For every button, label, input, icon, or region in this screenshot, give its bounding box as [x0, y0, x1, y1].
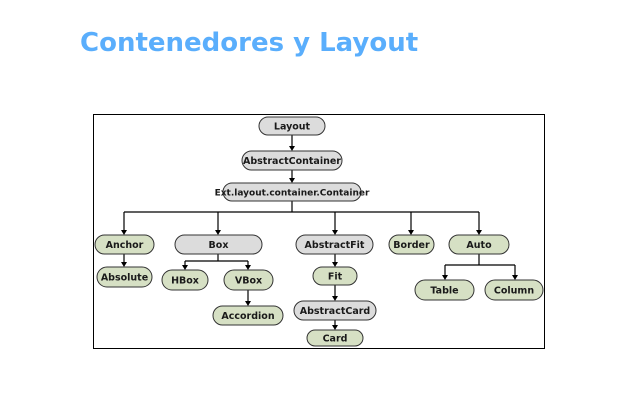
node-label: AbstractContainer: [243, 156, 341, 167]
node-abstract-container: AbstractContainer: [241, 150, 343, 171]
node-label: Fit: [328, 272, 343, 283]
node-label: Column: [494, 286, 534, 297]
node-label: HBox: [171, 276, 199, 287]
node-label: Border: [393, 240, 430, 251]
node-fit: Fit: [312, 266, 358, 286]
arrowhead: [289, 146, 295, 151]
slide-title: Contenedores y Layout: [80, 28, 419, 58]
arrowhead: [215, 230, 221, 235]
arrowhead: [121, 262, 127, 267]
class-hierarchy-diagram: Layout AbstractContainer Ext.layout.cont…: [94, 116, 544, 347]
arrowhead: [182, 265, 188, 270]
arrowhead: [476, 230, 482, 235]
node-label: Card: [323, 334, 348, 345]
node-label: Box: [209, 240, 229, 251]
arrowhead: [289, 178, 295, 183]
node-layout: Layout: [258, 116, 326, 136]
node-card: Card: [306, 329, 364, 347]
arrowhead: [121, 230, 127, 235]
node-hbox: HBox: [161, 269, 209, 291]
node-label: AbstractFit: [305, 240, 365, 251]
arrowhead: [408, 230, 414, 235]
node-label: Auto: [466, 240, 492, 251]
node-table: Table: [414, 279, 475, 301]
node-column: Column: [484, 279, 544, 301]
arrowhead: [332, 325, 338, 330]
arrowhead: [332, 230, 338, 235]
node-accordion: Accordion: [212, 305, 284, 326]
node-box: Box: [174, 234, 263, 255]
node-label: Table: [430, 286, 458, 297]
arrowhead: [245, 265, 251, 270]
node-anchor: Anchor: [94, 234, 155, 255]
node-label: Anchor: [106, 240, 144, 251]
arrowhead: [332, 296, 338, 301]
node-label: AbstractCard: [300, 306, 371, 317]
arrowhead: [332, 262, 338, 267]
node-absolute: Absolute: [96, 266, 153, 288]
node-vbox: VBox: [223, 269, 274, 291]
arrowhead: [442, 275, 448, 280]
node-label: VBox: [235, 276, 262, 287]
node-label: Layout: [274, 122, 311, 133]
diagram-edges: [121, 135, 518, 330]
node-label: Ext.layout.container.Container: [215, 189, 370, 199]
node-label: Absolute: [101, 273, 148, 284]
node-label: Accordion: [221, 311, 274, 322]
arrowhead: [245, 301, 251, 306]
node-abstract-card: AbstractCard: [293, 300, 377, 321]
arrowhead: [512, 275, 518, 280]
node-auto: Auto: [448, 234, 510, 255]
node-abstract-fit: AbstractFit: [295, 234, 374, 255]
node-container: Ext.layout.container.Container: [215, 182, 370, 202]
node-border: Border: [388, 234, 435, 255]
